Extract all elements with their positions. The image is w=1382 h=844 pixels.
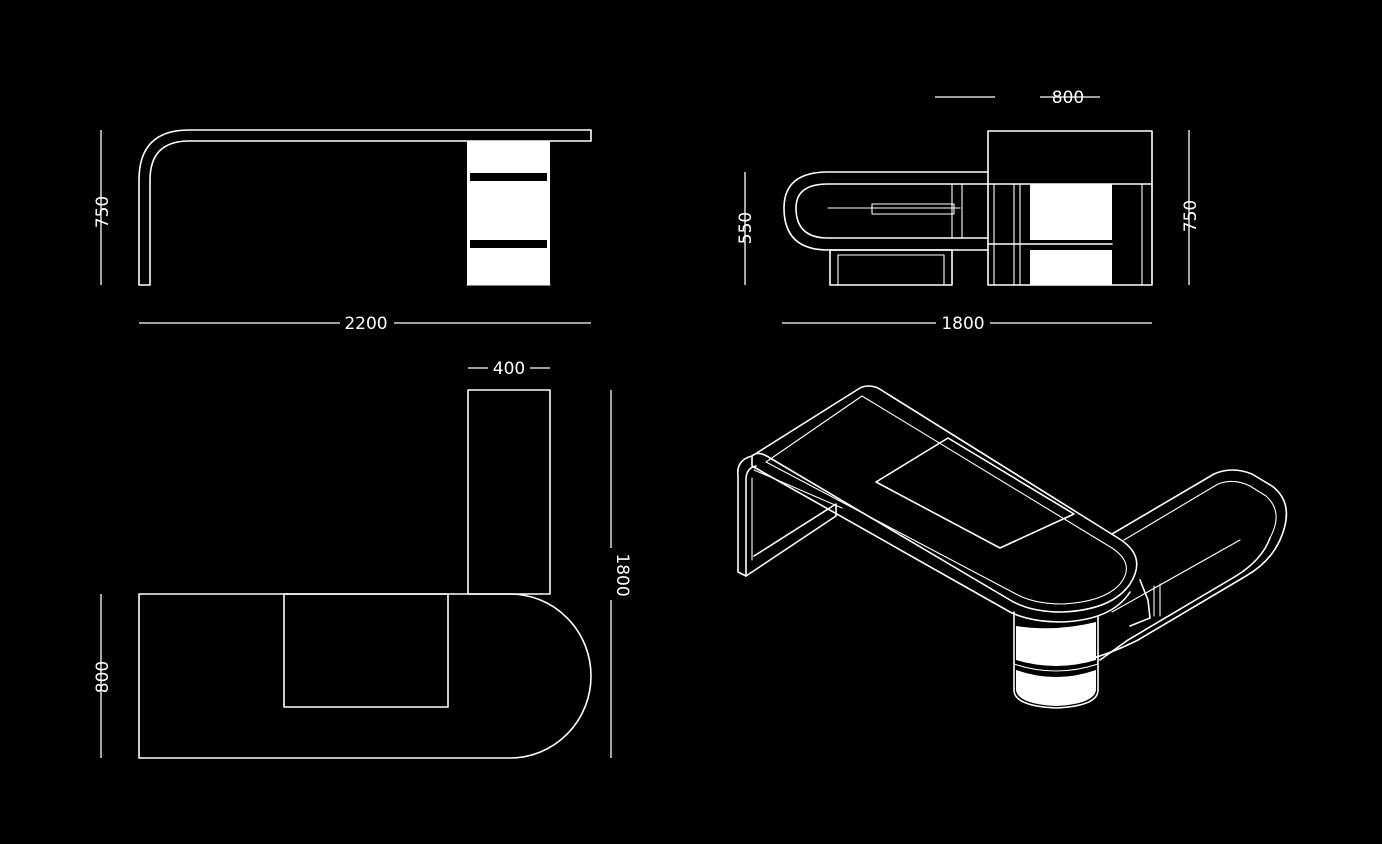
side-left-height-dimension: 550 <box>736 172 756 285</box>
side-right-height-dimension: 750 <box>1181 130 1201 285</box>
plan-left-depth-dimension: 800 <box>93 594 113 758</box>
plan-top-width-dimension: 400 <box>468 359 550 379</box>
front-height-dimension: 750 <box>93 130 113 285</box>
side-left-height-label: 550 <box>736 212 756 244</box>
side-elevation-view: 800 550 750 1800 <box>736 88 1201 334</box>
front-height-label: 750 <box>93 196 113 228</box>
front-width-dimension: 2200 <box>139 314 591 334</box>
plan-left-depth-label: 800 <box>93 661 113 693</box>
side-top-width-label: 800 <box>1052 88 1084 108</box>
plan-top-width-label: 400 <box>493 359 525 379</box>
side-top-width-dimension: 800 <box>935 88 1100 108</box>
isometric-view <box>736 385 1288 709</box>
plan-depth-dimension: 1800 <box>610 390 632 758</box>
front-elevation-view: 750 2200 <box>93 129 592 334</box>
side-width-label: 1800 <box>941 314 984 334</box>
side-right-height-label: 750 <box>1181 200 1201 232</box>
plan-view: 400 1800 800 <box>93 359 632 759</box>
side-width-dimension: 1800 <box>782 314 1152 334</box>
front-width-label: 2200 <box>344 314 387 334</box>
plan-depth-label: 1800 <box>612 553 632 596</box>
